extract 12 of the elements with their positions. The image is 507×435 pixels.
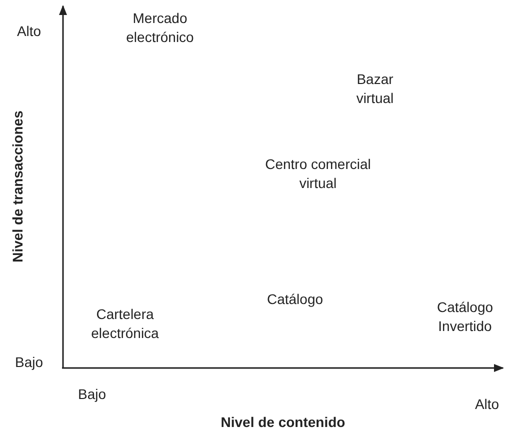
axis-tick-label: Alto bbox=[474, 395, 500, 414]
quadrant-label: Bazar virtual bbox=[355, 70, 395, 108]
quadrant-label: Catálogo bbox=[266, 290, 324, 309]
axis-title: Nivel de contenido bbox=[220, 413, 346, 432]
axis-tick-label: Bajo bbox=[14, 353, 44, 372]
quadrant-label: Catálogo Invertido bbox=[436, 298, 494, 336]
quadrant-label: Mercado electrónico bbox=[125, 9, 195, 47]
quadrant-label: Cartelera electrónica bbox=[90, 305, 160, 343]
axis-tick-label: Bajo bbox=[76, 385, 108, 404]
quadrant-label: Centro comercial virtual bbox=[264, 155, 372, 193]
axis-tick-label: Alto bbox=[16, 22, 42, 41]
axis-title: Nivel de transacciones bbox=[8, 110, 26, 264]
